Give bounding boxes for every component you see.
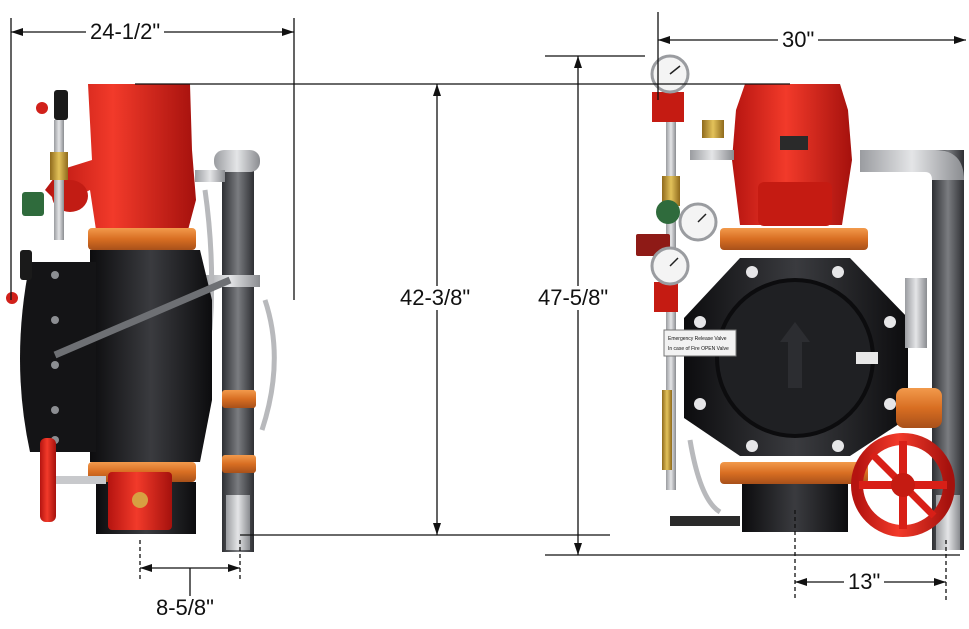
dim-left-height: 42-3/8" — [396, 286, 475, 310]
left-handwheel-stem — [56, 476, 106, 484]
right-lower-coupling — [720, 462, 868, 484]
left-valve-assembly — [6, 84, 277, 552]
right-gauge-middle — [678, 202, 718, 242]
left-side-fitting-upper — [222, 390, 256, 408]
right-valve-assembly: Emergency Release Valve In case of Fire … — [636, 54, 964, 550]
right-trim-branch — [690, 150, 734, 160]
right-solenoid — [656, 200, 680, 224]
right-body-bolts — [694, 266, 896, 452]
right-drain-line — [670, 516, 740, 526]
left-lower-gauge — [20, 250, 32, 280]
left-trim-valve-handle-top — [36, 102, 48, 114]
right-small-label — [856, 352, 878, 364]
placard-line-2: In case of Fire OPEN Valve — [668, 346, 729, 352]
right-gauge-lower — [650, 246, 690, 286]
right-brass-drain — [662, 390, 672, 470]
left-trim-pipe-upper — [195, 170, 225, 182]
right-trim-red-valve — [652, 92, 684, 122]
left-riser-pipe — [222, 152, 254, 552]
left-red-handwheel — [40, 438, 56, 522]
left-black-valve-body — [90, 250, 212, 462]
left-top-gauge — [54, 90, 68, 120]
dim-left-bottom-offset: 8-5/8" — [152, 596, 218, 620]
dim-right-width: 30" — [778, 28, 819, 52]
dim-left-width: 24-1/2" — [86, 20, 165, 44]
right-upper-coupling — [720, 228, 868, 250]
right-trim-loop — [905, 278, 927, 348]
right-brass-fitting — [662, 176, 680, 206]
right-brass-strainer — [702, 120, 724, 138]
left-trim-valve-handle-lower — [6, 292, 18, 304]
left-brass-fitting — [50, 152, 68, 180]
right-flow-arrow — [780, 322, 810, 388]
right-red-handwheel — [851, 433, 955, 537]
right-red-clapper-cover — [758, 182, 832, 226]
dimension-arrows — [11, 28, 966, 586]
left-pipe-elbow — [214, 150, 260, 172]
left-upper-coupling — [88, 228, 196, 250]
right-pipe-elbow — [860, 150, 964, 180]
right-orange-elbow — [896, 388, 942, 428]
right-emergency-placard — [663, 329, 737, 357]
dim-right-bottom-offset: 13" — [844, 570, 885, 594]
left-gate-center-fitting — [132, 492, 148, 508]
right-gauge-top — [650, 54, 690, 94]
left-cover-bolts — [51, 271, 59, 444]
right-flex-hose — [687, 439, 722, 515]
dim-right-height: 47-5/8" — [534, 286, 613, 310]
left-pipe-bottom-coupling — [226, 495, 250, 550]
left-side-fitting-lower — [222, 455, 256, 473]
right-nameplate — [780, 136, 808, 150]
placard-line-1: Emergency Release Valve — [668, 336, 727, 342]
right-trim-red-valve-lower — [654, 282, 678, 312]
left-drain-rod — [53, 276, 232, 359]
left-solenoid — [22, 192, 44, 216]
left-flex-hose-2 — [259, 299, 277, 431]
